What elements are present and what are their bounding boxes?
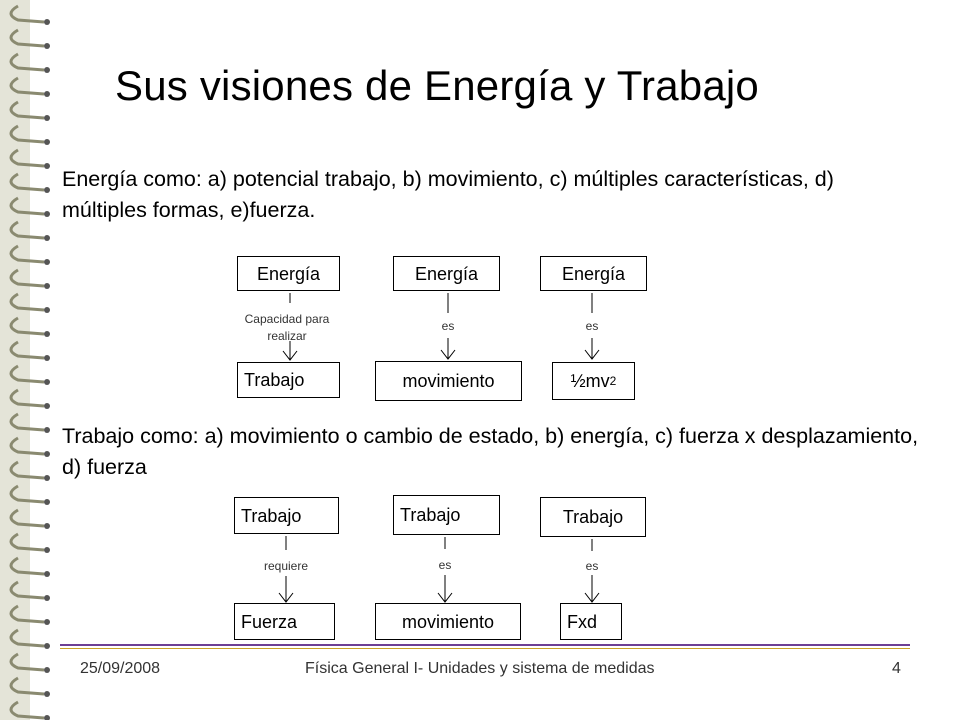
relation-label-6: es [585, 559, 599, 573]
binding-ring [9, 364, 50, 385]
binding-ring [9, 100, 50, 121]
binding-ring [9, 508, 50, 529]
trabajo-box-2: Trabajo [234, 497, 339, 534]
trabajo-box-3: Trabajo [393, 495, 500, 535]
notebook-binding [0, 0, 58, 721]
binding-ring [9, 580, 50, 601]
binding-ring [9, 244, 50, 265]
page-number: 4 [892, 660, 901, 677]
binding-ring [9, 340, 50, 361]
movimiento-box-2: movimiento [375, 603, 521, 640]
binding-ring [9, 460, 50, 481]
binding-ring [9, 76, 50, 97]
connector-arrow [278, 291, 302, 361]
connector-arrow [436, 291, 460, 361]
binding-ring [9, 172, 50, 193]
binding-ring [9, 220, 50, 241]
binding-ring [9, 52, 50, 73]
binding-ring [9, 268, 50, 289]
binding-ring [9, 484, 50, 505]
binding-ring [9, 628, 50, 649]
relation-label-5: es [438, 558, 452, 572]
connector-arrow [274, 534, 298, 604]
footer-date: 25/09/2008 [80, 660, 161, 677]
binding-ring [9, 436, 50, 457]
binding-ring [9, 292, 50, 313]
binding-ring [9, 652, 50, 673]
energia-box-1: Energía [237, 256, 340, 291]
connector-arrow [433, 535, 457, 605]
binding-ring [9, 556, 50, 577]
footer-rule [60, 644, 910, 646]
energia-paragraph: Energía como: a) potencial trabajo, b) m… [62, 167, 834, 222]
binding-ring [9, 124, 50, 145]
binding-ring [9, 388, 50, 409]
fuerza-box: Fuerza [234, 603, 335, 640]
trabajo-box-1: Trabajo [237, 362, 340, 398]
relation-label-3: es [585, 319, 599, 333]
binding-ring [9, 4, 50, 25]
binding-ring [9, 196, 50, 217]
trabajo-box-4: Trabajo [540, 497, 646, 537]
binding-ring [9, 676, 50, 697]
energia-box-2: Energía [393, 256, 500, 291]
footer-course: Física General I- Unidades y sistema de … [305, 660, 655, 677]
binding-ring [9, 604, 50, 625]
energia-box-3: Energía [540, 256, 647, 291]
footer-rule-accent [60, 648, 910, 649]
connector-arrow [580, 537, 604, 607]
slide-title: Sus visiones de Energía y Trabajo [115, 62, 759, 109]
binding-ring [9, 148, 50, 169]
binding-ring [9, 532, 50, 553]
connector-arrow [580, 291, 604, 361]
trabajo-paragraph: Trabajo como: a) movimiento o cambio de … [62, 424, 919, 479]
relation-label-2: es [441, 319, 455, 333]
binding-ring [9, 412, 50, 433]
binding-ring [9, 316, 50, 337]
relation-label-4: requiere [263, 559, 309, 573]
binding-ring [9, 28, 50, 49]
fxd-box: Fxd [560, 603, 622, 640]
movimiento-box-1: movimiento [375, 361, 522, 401]
